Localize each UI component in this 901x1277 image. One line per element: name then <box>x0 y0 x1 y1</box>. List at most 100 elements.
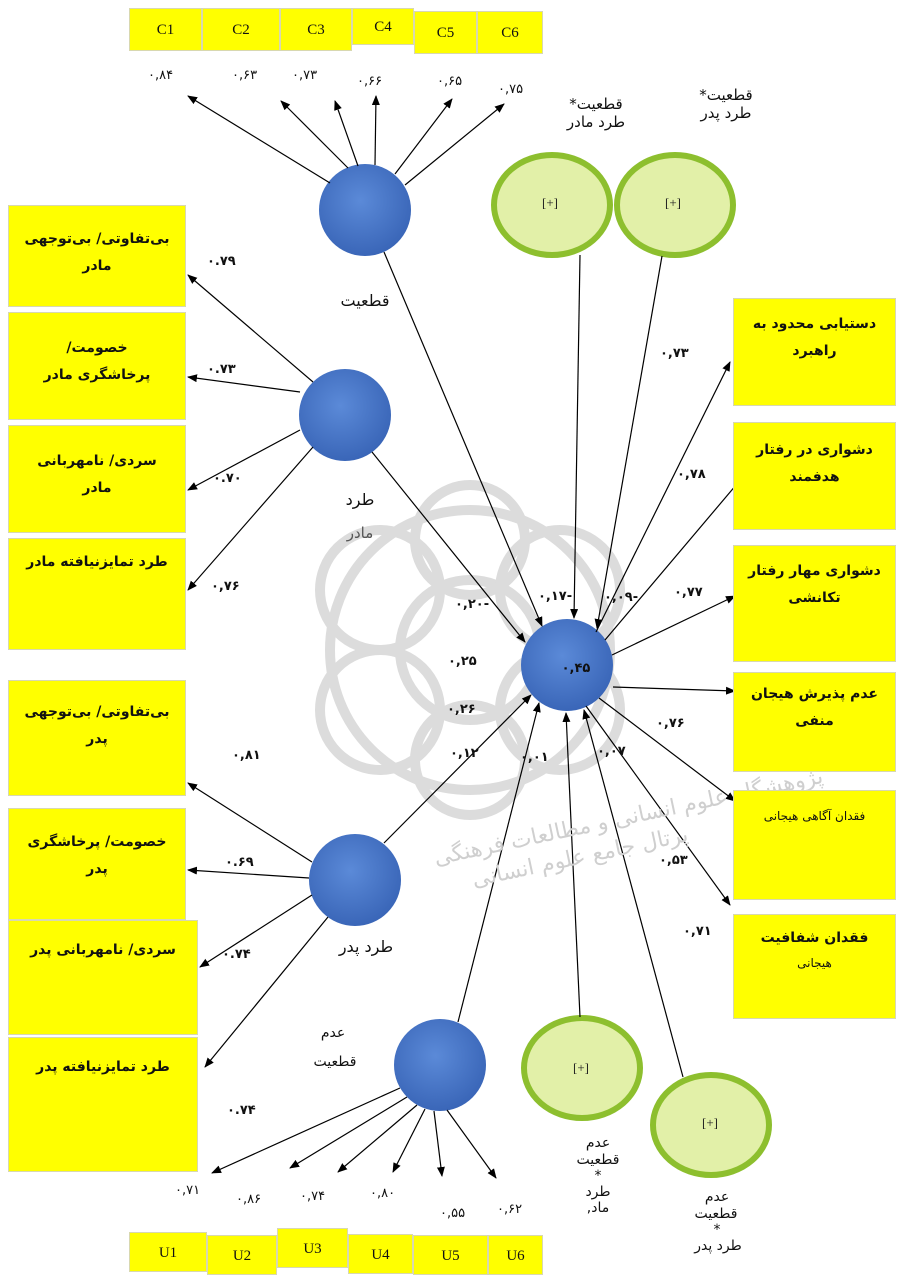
outcome-indicator-1-line-1: دستیابی محدود به <box>752 316 877 332</box>
arrow-certainty-c2 <box>280 100 349 169</box>
code-u5: U5 <box>413 1235 488 1275</box>
arrow-father-ind4 <box>204 916 329 1068</box>
latent-father-rejection <box>309 834 401 926</box>
outcome-indicator-3: دشواری مهار رفتار تکانشی <box>733 545 896 662</box>
arrow-uncert-u5 <box>433 1110 445 1177</box>
arrow-uncert-u2 <box>289 1096 408 1169</box>
mother-indicator-3-line-1: سردی/ نامهربانی <box>37 453 157 469</box>
outcome-loading-2: ۰,۷۸ <box>677 467 706 482</box>
arrow-uncert-u1 <box>211 1087 401 1174</box>
outcome-loading-3: ۰,۷۷ <box>674 585 703 600</box>
outcome-indicator-2: دشواری در رفتار هدفمند <box>733 422 896 530</box>
arrow-er-ind1 <box>595 361 731 633</box>
father-rejection-label: طرد پدر <box>338 937 394 956</box>
loading-c2: ۰,۶۳ <box>232 68 258 83</box>
outcome-loading-6: ۰,۷۱ <box>683 924 712 939</box>
code-u1: U1 <box>129 1232 207 1272</box>
moderator-uncert-mother <box>521 1015 643 1121</box>
uncertainty-label-2: قطعیت <box>313 1054 357 1070</box>
path-mother-rejection <box>371 451 526 643</box>
code-u4: U4 <box>348 1234 413 1274</box>
outcome-indicator-2-line-1: دشواری در رفتار <box>756 442 873 458</box>
coef-cert-mother: -۰,۱۷ <box>538 589 573 604</box>
arrow-mother-ind2 <box>187 374 301 393</box>
father-indicator-2-line-2: پدر <box>86 860 108 877</box>
mother-indicator-1: بی‌تفاوتی/ بی‌توجهی مادر <box>8 205 186 307</box>
outcome-indicator-4-line-1: عدم پذیرش هیجان <box>750 686 878 702</box>
coef-uncertainty: ۰,۰۱ <box>520 750 549 765</box>
loading-u1: ۰,۷۱ <box>175 1183 201 1198</box>
latent-uncertainty <box>394 1019 486 1111</box>
mother-indicator-3-line-2: مادر <box>82 479 112 496</box>
arrow-mother-ind4 <box>187 446 314 591</box>
arrow-er-ind2 <box>604 477 743 641</box>
outcome-indicator-4: عدم پذیرش هیجان منفی <box>733 672 896 772</box>
latent-mother-rejection <box>299 369 391 461</box>
uncertainty-label-1: عدم <box>320 1025 346 1041</box>
latent-emotion-regulation <box>521 619 613 711</box>
outcome-indicator-1: دستیابی محدود به راهبرد <box>733 298 896 406</box>
moderator-uncert-father-tag: [+] <box>702 1115 718 1130</box>
father-indicator-3: سردی/ نامهربانی پدر <box>8 920 198 1035</box>
outcome-indicator-6-line-2: هیجانی <box>797 955 832 970</box>
code-u3: U3 <box>277 1228 348 1268</box>
arrow-mother-ind1 <box>187 274 314 383</box>
arrow-er-ind5 <box>598 697 736 802</box>
mother-indicator-2-line-2: پرخاشگری مادر <box>43 366 151 383</box>
arrow-certainty-c1 <box>187 95 331 184</box>
moderator-uncert-father-label-1: عدم <box>704 1189 730 1205</box>
moderator-uncert-father <box>650 1072 772 1178</box>
mother-indicator-1-line-1: بی‌تفاوتی/ بی‌توجهی <box>24 231 170 247</box>
arrow-er-ind6 <box>585 705 731 906</box>
father-indicator-2-line-1: خصومت/ پرخاشگری <box>27 834 167 850</box>
moderator-uncert-father-label-4: طرد پدر <box>694 1238 742 1254</box>
outcome-indicator-4-line-2: منفی <box>795 712 834 729</box>
loading-u2: ۰,۸۶ <box>236 1192 262 1207</box>
loading-c5: ۰,۶۵ <box>437 74 463 89</box>
outcome-loading-5: ۰,۵۳ <box>659 853 688 868</box>
mother-rejection-label-2: مادر <box>346 524 374 542</box>
arrow-mother-ind3 <box>187 429 301 491</box>
path-uncertainty <box>457 702 541 1023</box>
moderator-uncert-father-label-2: قطعیت <box>694 1206 738 1222</box>
arrow-certainty-c3 <box>334 100 359 167</box>
outcome-indicator-5: فقدان آگاهی هیجانی <box>733 790 896 900</box>
mother-loading-1: ۰.۷۹ <box>207 254 236 269</box>
arrow-certainty-c4 <box>371 95 380 166</box>
outcome-indicator-3-line-1: دشواری مهار رفتار <box>748 563 881 579</box>
moderator-cert-mother-label-1: قطعیت* <box>569 95 623 113</box>
moderator-cert-father <box>614 152 736 258</box>
father-indicator-1-line-2: پدر <box>86 730 108 747</box>
arrow-uncert-u4 <box>392 1108 426 1173</box>
moderator-cert-mother-tag: [+] <box>542 195 558 210</box>
loading-c4: ۰,۶۶ <box>357 74 383 89</box>
moderator-cert-father-label-1: قطعیت* <box>699 86 753 104</box>
moderator-uncert-mother-label-5: ماد, <box>586 1200 610 1216</box>
mother-indicator-4: طرد تمایزنیافته مادر <box>8 538 186 650</box>
mother-indicator-2: خصومت/ پرخاشگری مادر <box>8 312 186 420</box>
moderator-uncert-mother-label-4: طرد <box>585 1184 611 1200</box>
outcome-loading-1: ۰,۷۳ <box>660 346 689 361</box>
loading-c3: ۰,۷۳ <box>292 68 318 83</box>
moderator-uncert-mother-tag: [+] <box>573 1060 589 1075</box>
code-c2: C2 <box>202 8 280 51</box>
loading-u5: ۰,۵۵ <box>440 1206 466 1221</box>
mother-indicator-3: سردی/ نامهربانی مادر <box>8 425 186 533</box>
path-certainty <box>383 251 543 627</box>
mother-rejection-label-1: طرد <box>345 490 375 509</box>
moderator-uncert-mother-label-2: قطعیت <box>576 1152 620 1168</box>
loading-c6: ۰,۷۵ <box>498 82 524 97</box>
code-c5: C5 <box>414 11 477 54</box>
outcome-indicator-2-line-2: هدفمند <box>789 468 840 485</box>
loading-u3: ۰,۷۴ <box>300 1189 326 1204</box>
father-indicator-2: خصومت/ پرخاشگری پدر <box>8 808 186 920</box>
loading-u6: ۰,۶۲ <box>497 1202 523 1217</box>
path-uncert-father <box>582 709 684 1078</box>
outcome-r2: ۰,۴۵ <box>561 661 591 676</box>
moderator-uncert-father-label-3: * <box>713 1222 721 1238</box>
coef-father-rejection-a: ۰,۲۶ <box>447 702 476 717</box>
father-indicator-4-line-1: طرد تمایزنیافته پدر <box>36 1059 170 1075</box>
code-c6: C6 <box>477 11 543 54</box>
arrow-uncert-u6 <box>446 1109 497 1179</box>
moderator-cert-father-label-2: طرد پدر <box>700 104 752 122</box>
